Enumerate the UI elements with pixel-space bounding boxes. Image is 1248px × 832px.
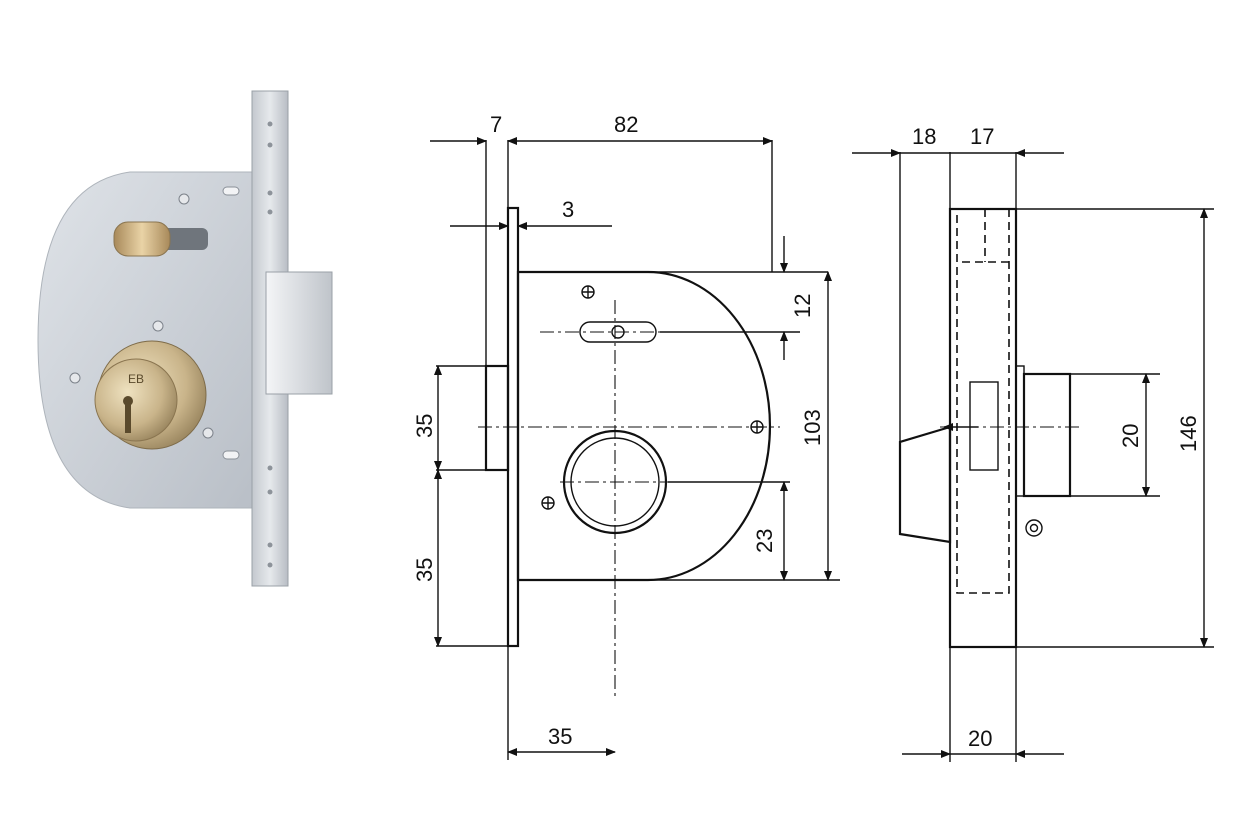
dim-146: 146: [1176, 415, 1201, 452]
case-screw-icons: [69, 193, 214, 439]
keyway-icon: [125, 400, 131, 433]
dim-20-right: 20: [1118, 424, 1143, 448]
latch-knob: [113, 221, 171, 257]
side-faceplate: [948, 207, 1018, 649]
lock-case: [37, 171, 253, 509]
dim-23: 23: [752, 529, 777, 553]
dim-17: 17: [970, 124, 994, 149]
front-screw-icons: [541, 285, 764, 510]
case-slot-top: [222, 186, 240, 196]
side-latch: [898, 425, 952, 544]
dim-3: 3: [562, 197, 574, 222]
dim-35-upper: 35: [412, 414, 437, 438]
front-bolt: [484, 364, 510, 472]
lock-photo: EB: [37, 90, 333, 587]
side-view: 18 17 20 146 20: [852, 124, 1214, 762]
cylinder-mark: EB: [128, 372, 144, 386]
cylinder-face: [94, 358, 178, 442]
dim-82: 82: [614, 112, 638, 137]
side-bolt: [1015, 365, 1025, 497]
front-latch-slot: [579, 321, 657, 343]
side-hidden-case: [956, 208, 1010, 594]
dim-103: 103: [800, 409, 825, 446]
dim-20-bottom: 20: [968, 726, 992, 751]
dim-12: 12: [790, 294, 815, 318]
deadbolt: [265, 271, 333, 395]
dim-35-bottom: 35: [548, 724, 572, 749]
side-screw-icon: [1025, 519, 1043, 537]
front-view: 7 82 3 12 103 23 35 35 35: [412, 112, 840, 760]
dim-18: 18: [912, 124, 936, 149]
side-bolt-slot: [969, 381, 999, 471]
dim-7: 7: [490, 112, 502, 137]
front-case: [516, 270, 772, 582]
case-slot-bottom: [222, 450, 240, 460]
latch-slot: [160, 228, 208, 250]
faceplate-screw-icons: [267, 121, 273, 568]
dim-35-lower: 35: [412, 558, 437, 582]
